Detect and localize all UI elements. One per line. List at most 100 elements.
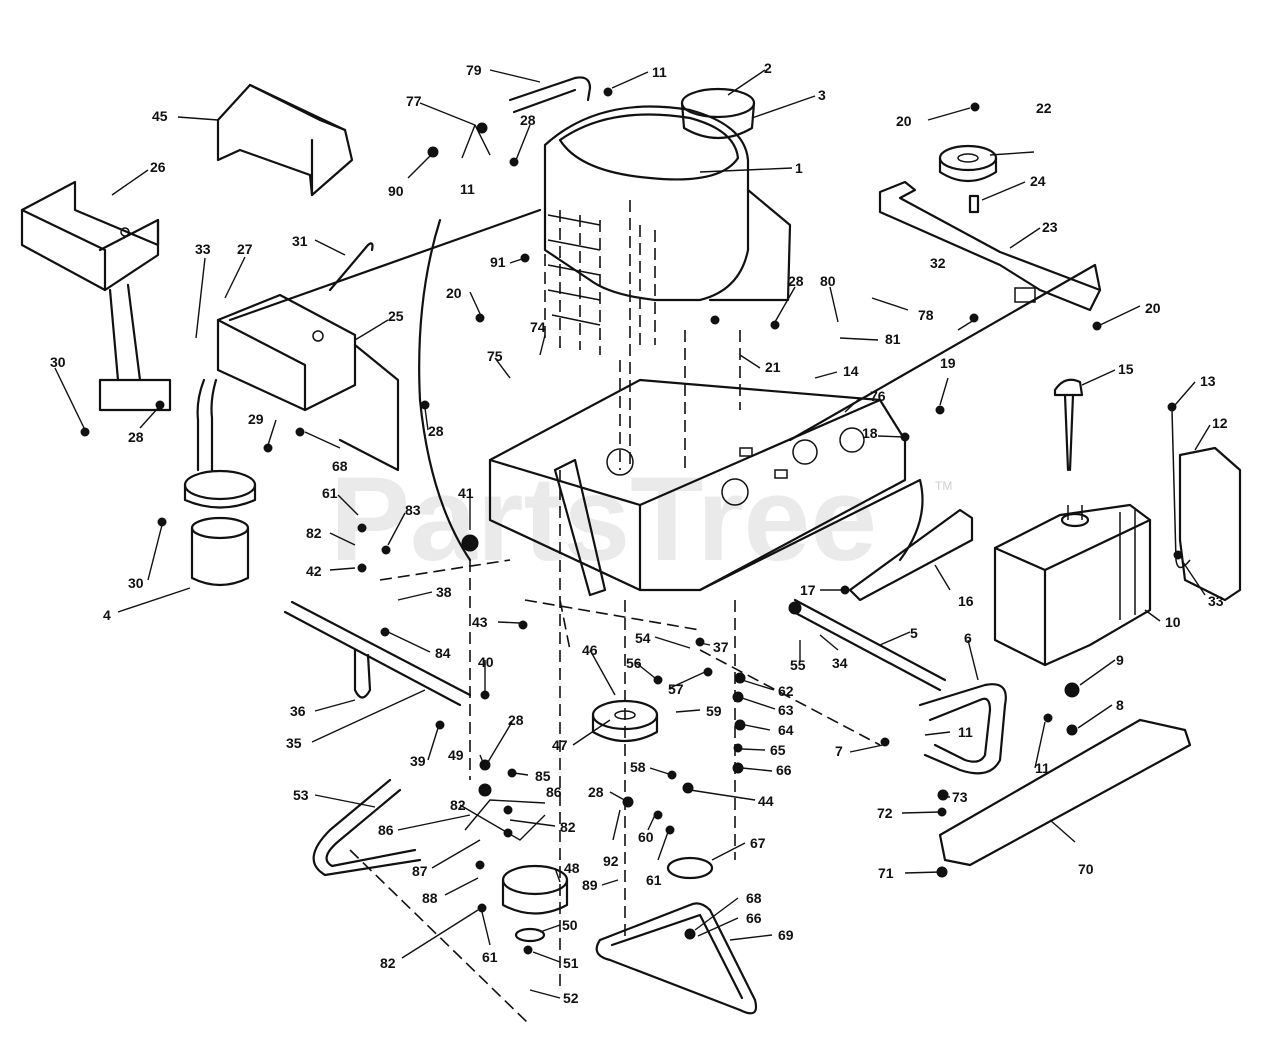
callout: 64 — [778, 722, 794, 738]
callout: 14 — [843, 363, 859, 379]
callout: 30 — [50, 354, 66, 370]
callout: 17 — [800, 582, 816, 598]
callout: 92 — [603, 853, 619, 869]
tank-handle — [918, 683, 1007, 775]
callout: 22 — [1036, 100, 1052, 116]
rod-hook — [353, 648, 372, 699]
callout: 3 — [818, 87, 826, 103]
callout: 21 — [765, 359, 781, 375]
heat-shield — [216, 83, 354, 197]
callout: 25 — [388, 308, 404, 324]
callout: 83 — [405, 502, 421, 518]
callout: 13 — [1200, 373, 1216, 389]
callout: 8 — [1116, 697, 1124, 713]
control-rod — [283, 600, 472, 707]
callout: 11 — [460, 181, 475, 197]
callout: 81 — [885, 331, 901, 347]
callout: 82 — [560, 819, 576, 835]
callout: 73 — [952, 789, 968, 805]
callout: 16 — [958, 593, 974, 609]
callout: 10 — [1165, 614, 1181, 630]
frame-rail-right — [788, 263, 1102, 442]
callout: 72 — [877, 805, 893, 821]
callout: 82 — [306, 525, 322, 541]
callout: 11 — [958, 724, 973, 740]
callout: 61 — [646, 872, 662, 888]
battery-bracket — [216, 293, 400, 472]
callout: 20 — [446, 285, 462, 301]
callout: 47 — [552, 737, 568, 753]
callout: 88 — [422, 890, 438, 906]
callout: 79 — [466, 62, 482, 78]
callout: 28 — [128, 429, 144, 445]
callout: 9 — [1116, 652, 1124, 668]
callout: 4 — [103, 607, 111, 623]
callout: 36 — [290, 703, 306, 719]
callout: 23 — [1042, 219, 1058, 235]
callout: 35 — [286, 735, 302, 751]
callout-labels: 79 11 2 3 45 77 28 1 26 90 11 20 22 24 2… — [50, 60, 1228, 1006]
callout: 61 — [322, 485, 338, 501]
callout: 51 — [563, 955, 579, 971]
callout: 76 — [870, 388, 886, 404]
callout: 84 — [435, 645, 451, 661]
electric-clutch — [501, 864, 569, 943]
callout: 49 — [448, 747, 464, 763]
callout: 86 — [546, 784, 562, 800]
ref-lines — [349, 200, 881, 1026]
callout: 66 — [746, 910, 762, 926]
callout: 28 — [428, 423, 444, 439]
callout: 46 — [582, 642, 598, 658]
callout: 78 — [918, 307, 934, 323]
callout: 48 — [564, 860, 580, 876]
callout: 87 — [412, 863, 428, 879]
idler-pulley — [666, 856, 714, 880]
callout: 57 — [668, 681, 684, 697]
leader-lines — [54, 69, 1211, 999]
callout: 31 — [292, 233, 308, 249]
callout: 90 — [388, 183, 404, 199]
callout: 43 — [472, 614, 488, 630]
callout: 38 — [436, 584, 452, 600]
callout: 62 — [778, 683, 794, 699]
drive-belt-left — [312, 778, 422, 877]
hose — [508, 76, 592, 114]
callout: 37 — [713, 639, 729, 655]
callout: 63 — [778, 702, 794, 718]
callout: 54 — [635, 630, 651, 646]
watermark: PartsTree — [330, 452, 877, 586]
callout: 20 — [896, 113, 912, 129]
callout: 53 — [293, 787, 309, 803]
callout: 65 — [770, 742, 786, 758]
fuel-tank — [993, 503, 1152, 667]
callout: 68 — [332, 458, 348, 474]
frame-rail-top — [228, 208, 542, 322]
callout: 67 — [750, 835, 766, 851]
callout: 12 — [1212, 415, 1228, 431]
callout: 60 — [638, 829, 654, 845]
idler-assembly — [878, 144, 1102, 312]
callout: 75 — [487, 348, 503, 364]
callout: 59 — [706, 703, 722, 719]
callout: 61 — [482, 949, 498, 965]
callout: 44 — [758, 793, 774, 809]
callout: 32 — [930, 255, 946, 271]
callout: 58 — [630, 759, 646, 775]
callout: 28 — [520, 112, 536, 128]
frame-rail-left — [418, 218, 472, 562]
callout: 34 — [832, 655, 848, 671]
callout: 24 — [1030, 173, 1046, 189]
air-cleaner — [680, 87, 756, 139]
callout: 19 — [940, 355, 956, 371]
callout: 11 — [652, 64, 667, 80]
callout: 77 — [406, 93, 422, 109]
callout: 82 — [380, 955, 396, 971]
rear-panel — [848, 508, 974, 602]
callout: 69 — [778, 927, 794, 943]
callout: 6 — [964, 630, 972, 646]
drive-shaft — [788, 598, 947, 692]
callout: 70 — [1078, 861, 1094, 877]
callout: 15 — [1118, 361, 1134, 377]
callout: 82 — [450, 797, 466, 813]
